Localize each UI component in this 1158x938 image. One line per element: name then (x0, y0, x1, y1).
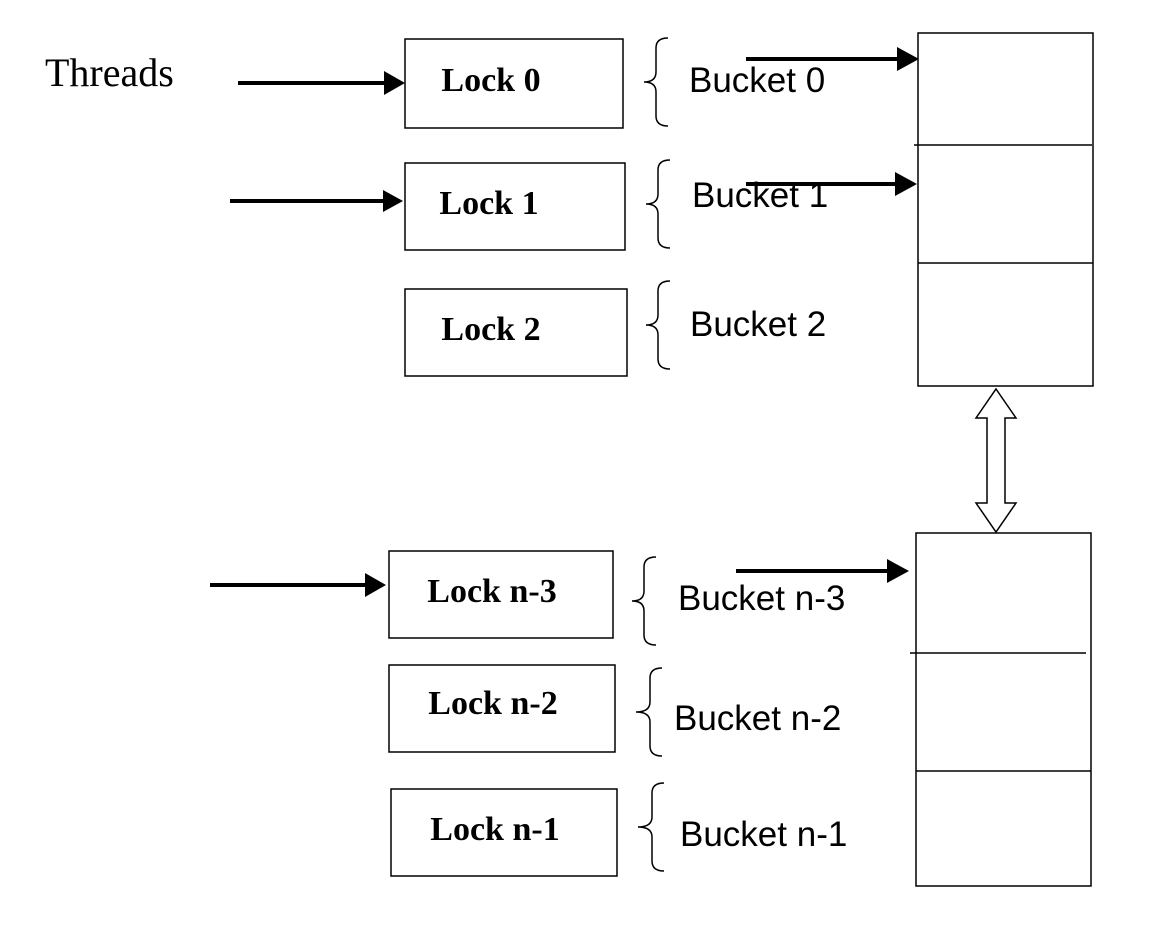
brace-bucket-n-1 (637, 782, 665, 872)
bucket-arrow-1 (746, 172, 917, 196)
brace-bucket-0 (643, 37, 669, 127)
brace-bucket-2 (645, 280, 671, 370)
bucket-label: Bucket 1 (692, 176, 828, 215)
lock-label: Lock n-1 (430, 811, 559, 848)
continuation-double-arrow (974, 387, 1018, 534)
lock-box-1: Lock 1 (404, 162, 626, 251)
bucket-arrow-n-3 (736, 559, 909, 583)
lock-box-n-1: Lock n-1 (390, 788, 618, 877)
lock-label: Lock 1 (439, 185, 538, 222)
bucket-label: Bucket n-1 (680, 815, 847, 854)
thread-arrow-lock-1 (230, 190, 403, 212)
hash-table-bottom (910, 532, 1092, 887)
bucket-label: Bucket n-2 (674, 699, 841, 738)
lock-label: Lock 0 (441, 62, 540, 99)
brace-bucket-n-2 (635, 667, 663, 757)
brace-bucket-n-3 (631, 556, 657, 646)
thread-arrow-lock-0 (238, 71, 405, 95)
threads-label: Threads (45, 50, 174, 95)
thread-arrow-lock-n-3 (210, 573, 386, 597)
lock-label: Lock n-3 (427, 573, 556, 610)
lock-box-n-2: Lock n-2 (388, 664, 616, 753)
brace-bucket-1 (645, 159, 671, 249)
lock-box-n-3: Lock n-3 (388, 550, 614, 639)
lock-label: Lock n-2 (428, 685, 557, 722)
bucket-label: Bucket n-3 (678, 579, 845, 618)
lock-box-0: Lock 0 (404, 38, 624, 129)
bucket-label: Bucket 0 (689, 61, 825, 100)
lock-box-2: Lock 2 (404, 288, 628, 377)
hash-table-top (914, 32, 1094, 387)
lock-label: Lock 2 (441, 311, 540, 348)
bucket-arrow-0 (746, 47, 919, 71)
bucket-label: Bucket 2 (690, 305, 826, 344)
